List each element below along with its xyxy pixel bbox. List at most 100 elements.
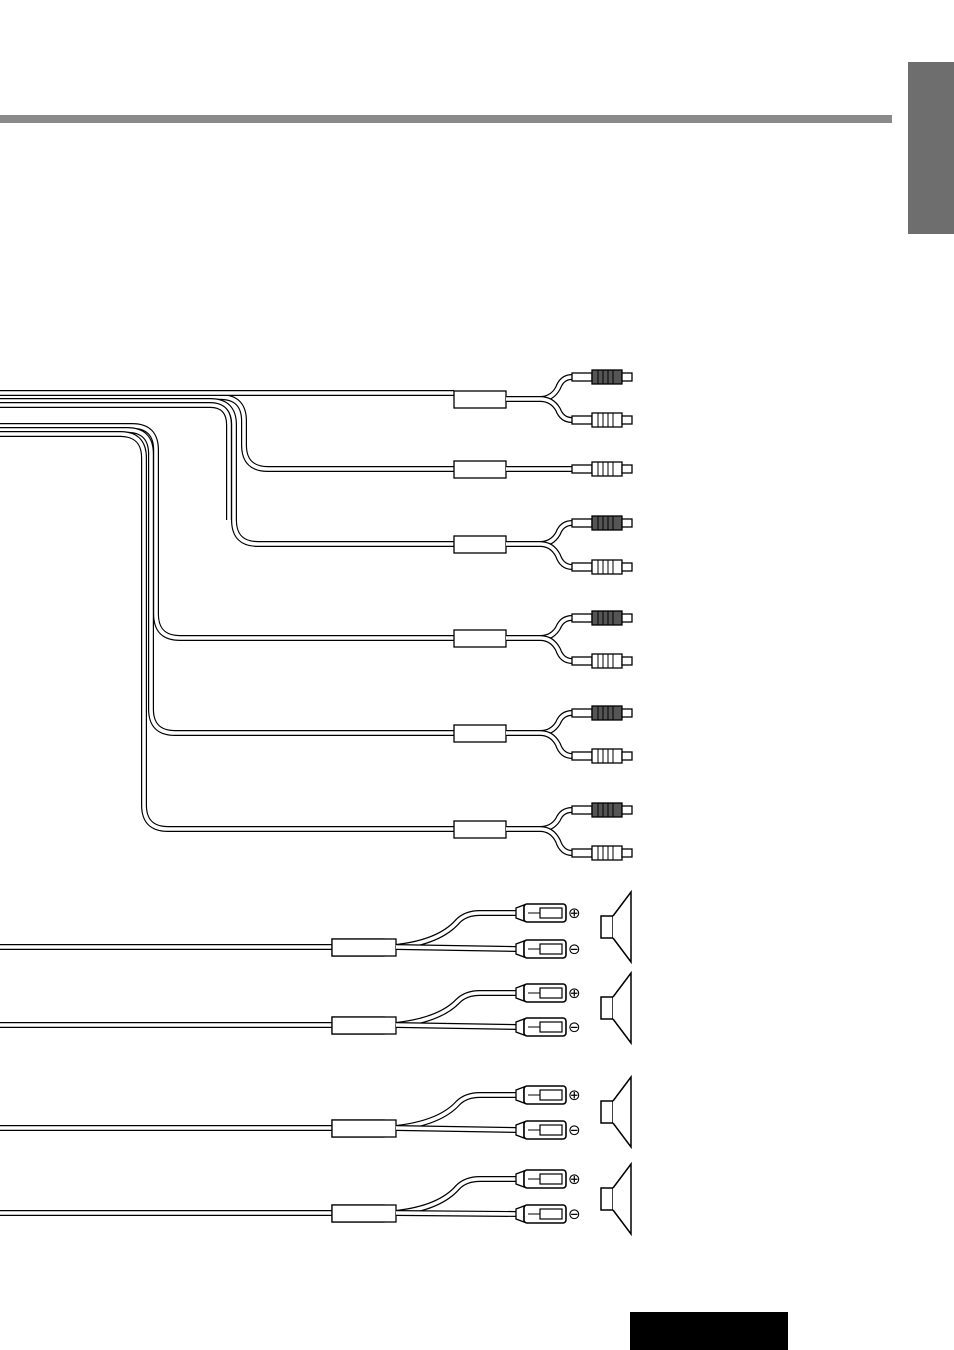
rca-cable-3-lead-bottom xyxy=(540,544,572,567)
speaker-icon-4 xyxy=(601,1164,631,1234)
speaker-lead-3-connector-positive-blade xyxy=(540,1090,562,1100)
speaker-lead-4-positive-sign: ⊕ xyxy=(568,1170,581,1188)
rca-cable-4-plug-2 xyxy=(572,654,632,668)
speaker-lead-3-connector-positive-crimp xyxy=(516,1087,524,1103)
speaker-icon-3 xyxy=(601,1077,631,1147)
rca-cable-6-plug-1-collar xyxy=(572,806,592,814)
rca-cable-3-plug-1-tip xyxy=(622,519,632,527)
rca-cable-5-lead-top xyxy=(506,713,572,733)
speaker-lead-2-label-wide xyxy=(332,1017,396,1034)
rca-cable-4-lead-bottom xyxy=(540,638,572,661)
speaker-lead-1-connector-negative xyxy=(516,940,566,958)
speaker-lead-3-label-wide xyxy=(332,1120,396,1137)
rca-cable-5-plug-1-tip xyxy=(622,709,632,717)
speaker-lead-4-connector-negative-crimp xyxy=(516,1206,524,1222)
speaker-lead-2-connector-positive xyxy=(516,984,566,1002)
rca-cable-6-label xyxy=(454,821,506,838)
speaker-icon-2 xyxy=(601,973,631,1043)
rca-cable-1-label xyxy=(454,391,506,408)
rca-cable-3-lead-top xyxy=(506,523,572,544)
speaker-lead-2-negative-sign: ⊖ xyxy=(568,1018,581,1036)
speaker-lead-3-positive-sign: ⊕ xyxy=(568,1086,581,1104)
rca-cable-4-lead-top xyxy=(506,618,572,638)
rca-cable-4-plug-2-body xyxy=(592,654,622,668)
rca-cable-4-plug-2-tip xyxy=(622,657,632,665)
speaker-icon-2-cone xyxy=(613,973,631,1043)
rca-trunk-2b xyxy=(0,405,229,520)
speaker-lead-3-wire-positive-outline xyxy=(396,1095,516,1128)
speaker-icon-1-magnet xyxy=(601,916,613,938)
speaker-lead-3-wire-negative xyxy=(396,1128,516,1130)
speaker-icon-2-magnet xyxy=(601,997,613,1019)
speaker-icon-3-cone xyxy=(613,1077,631,1147)
speaker-lead-2-connector-positive-blade xyxy=(540,988,562,998)
speaker-lead-2-wire-negative-core xyxy=(396,1025,516,1027)
rca-cable-6-lead-top xyxy=(506,810,572,829)
speaker-lead-2-connector-negative-blade xyxy=(540,1022,562,1032)
rca-cable-6-plug-1 xyxy=(572,803,632,817)
speaker-lead-2-connector-positive-crimp xyxy=(516,985,524,1001)
speaker-lead-1-connector-positive-blade xyxy=(540,908,562,918)
rca-cable-6-plug-2-tip xyxy=(622,849,632,857)
speaker-lead-1-wire-positive xyxy=(396,913,516,947)
rca-cable-5-plug-1-body xyxy=(592,706,622,720)
speaker-icon-4-magnet xyxy=(601,1188,613,1210)
speaker-lead-4-negative-sign: ⊖ xyxy=(568,1205,581,1223)
rca-cable-3-plug-1 xyxy=(572,516,632,530)
rca-cable-5-plug-2-tip xyxy=(622,752,632,760)
speaker-lead-4-connector-positive xyxy=(516,1170,566,1188)
rca-cable-4-plug-1-body xyxy=(592,611,622,625)
rca-cable-6-plug-2 xyxy=(572,846,632,860)
rca-cable-2-plug-1-body xyxy=(592,462,622,476)
speaker-lead-1-wire-negative-core xyxy=(396,947,516,949)
speaker-lead-3-connector-negative-blade xyxy=(540,1125,562,1135)
rca-cable-1-plug-2 xyxy=(572,413,632,427)
speaker-lead-4-connector-positive-blade xyxy=(540,1174,562,1184)
speaker-lead-3-connector-negative-crimp xyxy=(516,1122,524,1138)
speaker-lead-4-connector-negative xyxy=(516,1205,566,1223)
speaker-lead-3-connector-positive xyxy=(516,1086,566,1104)
speaker-lead-4-wire-positive-outline xyxy=(396,1179,516,1213)
rca-cable-3-plug-2 xyxy=(572,560,632,574)
rca-cable-1-plug-2-tip xyxy=(622,416,632,424)
speaker-lead-1-label-wide xyxy=(332,939,396,956)
rca-cable-1-plug-1 xyxy=(572,370,632,384)
speaker-lead-3-connector-negative xyxy=(516,1121,566,1139)
speaker-lead-2-wire-positive xyxy=(396,993,516,1025)
speaker-lead-2-wire-negative xyxy=(396,1025,516,1027)
speaker-icon-3-magnet xyxy=(601,1101,613,1123)
rca-cable-1-plug-2-body xyxy=(592,413,622,427)
rca-cable-1-plug-1-body xyxy=(592,370,622,384)
rca-cable-5-plug-2 xyxy=(572,749,632,763)
rca-cable-4-plug-1-tip xyxy=(622,614,632,622)
rca-cable-5-plug-1-collar xyxy=(572,709,592,717)
rca-cable-5-plug-2-collar xyxy=(572,752,592,760)
speaker-lead-4-wire-negative-core xyxy=(396,1213,516,1214)
rca-cable-1-plug-1-collar xyxy=(572,373,592,381)
speaker-lead-1-positive-sign: ⊕ xyxy=(568,904,581,922)
rca-cable-1-plug-2-collar xyxy=(572,416,592,424)
rca-cable-3-plug-2-tip xyxy=(622,563,632,571)
speaker-lead-1-wire-positive-outline xyxy=(396,913,516,947)
rca-cable-2-plug-1 xyxy=(572,462,632,476)
speaker-lead-3-negative-sign: ⊖ xyxy=(568,1121,581,1139)
speaker-lead-2-connector-negative-crimp xyxy=(516,1019,524,1035)
rca-cable-1-lead-bottom xyxy=(540,399,572,420)
rca-cable-2-plug-1-collar xyxy=(572,465,592,473)
rca-cable-6-plug-1-body xyxy=(592,803,622,817)
speaker-lead-1-connector-negative-crimp xyxy=(516,941,524,957)
rca-cable-3-plug-2-collar xyxy=(572,563,592,571)
speaker-icon-1-cone xyxy=(613,892,631,962)
rca-cable-3-plug-1-collar xyxy=(572,519,592,527)
speaker-lead-1-wire-negative xyxy=(396,947,516,949)
rca-cable-4-label xyxy=(454,630,506,647)
rca-cable-5-lead-bottom xyxy=(540,733,572,756)
speaker-lead-4-label-wide xyxy=(332,1205,396,1222)
rca-cable-5-label xyxy=(454,725,506,742)
speaker-lead-3-wire-positive xyxy=(396,1095,516,1128)
rca-cable-1-lead-top-core xyxy=(506,377,572,399)
rca-cable-1-plug-1-tip xyxy=(622,373,632,381)
speaker-lead-2-connector-negative xyxy=(516,1018,566,1036)
rca-cable-5-plug-1 xyxy=(572,706,632,720)
